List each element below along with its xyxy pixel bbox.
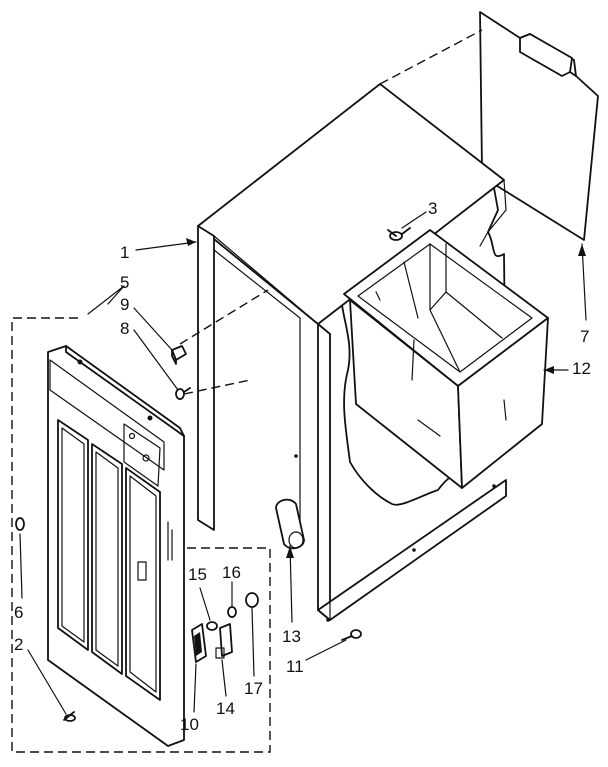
callout-13: 13 xyxy=(282,627,301,646)
callout-12: 12 xyxy=(572,359,591,378)
front-panel xyxy=(47,345,185,747)
screw-part-3 xyxy=(387,227,411,241)
callout-labels: 1 2 3 5 6 7 8 9 10 11 12 13 14 15 16 17 xyxy=(14,199,591,734)
callout-8: 8 xyxy=(120,319,129,338)
callout-5: 5 xyxy=(120,273,129,292)
guide-line-cabinet-2 xyxy=(183,379,251,395)
switch-part-10 xyxy=(191,623,207,663)
callout-1: 1 xyxy=(120,243,129,262)
cap-part-17 xyxy=(245,592,259,608)
guide-line-cabinet xyxy=(179,289,269,345)
callout-15: 15 xyxy=(188,565,207,584)
callout-10: 10 xyxy=(180,715,199,734)
screw-part-2 xyxy=(63,711,76,722)
callout-2: 2 xyxy=(14,635,23,654)
storage-bin xyxy=(343,229,549,489)
screw-part-8 xyxy=(175,387,191,400)
callout-3: 3 xyxy=(428,199,437,218)
cap-part-13 xyxy=(275,498,305,550)
callout-17: 17 xyxy=(244,679,263,698)
actuator-part-14 xyxy=(215,623,233,659)
nut-part-16 xyxy=(227,606,237,618)
callout-16: 16 xyxy=(222,563,241,582)
guide-line-grille xyxy=(379,29,483,85)
grommet-part-6 xyxy=(15,517,25,531)
callout-6: 6 xyxy=(14,603,23,622)
clip-part-9 xyxy=(171,345,187,365)
callout-9: 9 xyxy=(120,295,129,314)
screw-part-11 xyxy=(341,629,362,641)
callout-14: 14 xyxy=(216,699,235,718)
callout-11: 11 xyxy=(286,657,304,676)
leader-lines xyxy=(19,211,587,715)
washer-part-15 xyxy=(206,621,218,631)
cabinet-shell xyxy=(197,83,507,622)
callout-7: 7 xyxy=(580,327,589,346)
